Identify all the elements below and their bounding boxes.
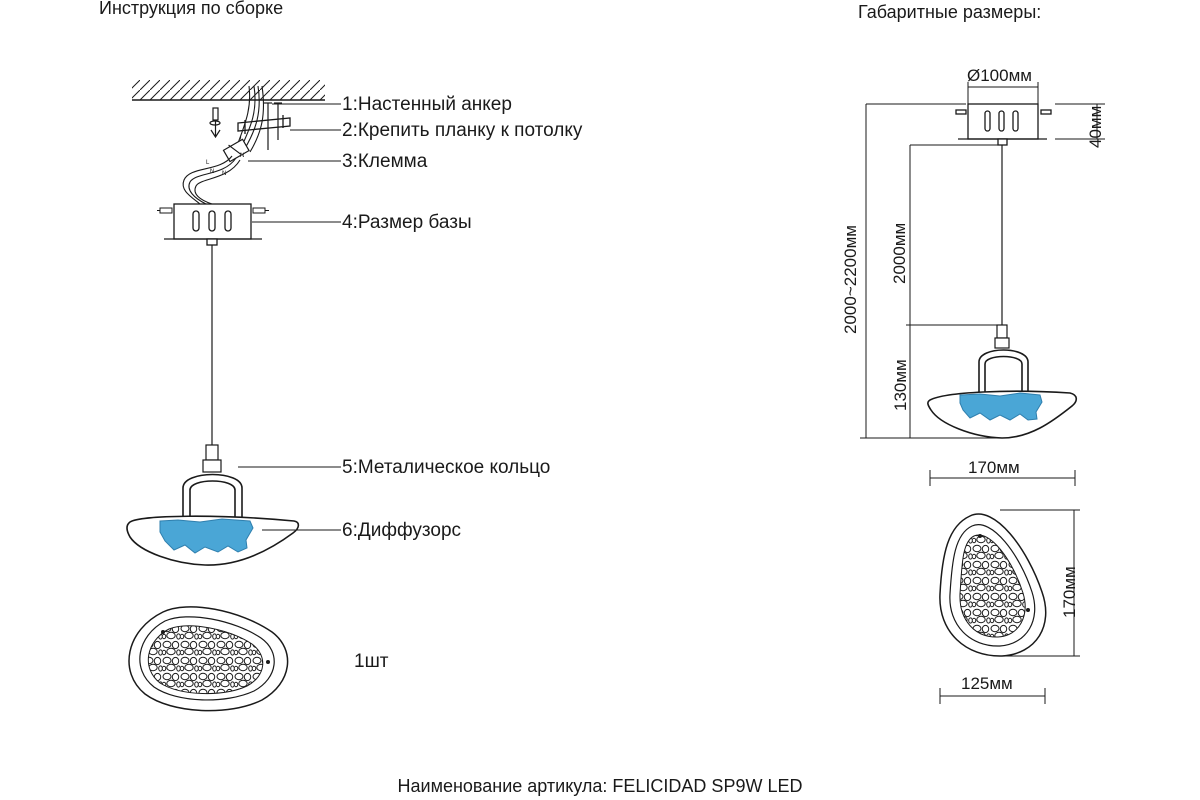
dim-ring-hanger — [978, 349, 1029, 392]
wire-mark-n3: N — [222, 171, 226, 177]
dim-cable-holder — [994, 324, 1010, 349]
diffuser-side — [126, 515, 300, 566]
callout-diffuser: 6:Диффузорс — [342, 520, 462, 541]
ceiling — [132, 80, 325, 101]
dimension-lines — [860, 82, 1105, 704]
callout-wall-anchor: 1:Настенный анкер — [342, 94, 512, 115]
callout-metal-ring: 5:Металическое кольцо — [342, 457, 551, 478]
mounting-bracket — [237, 115, 291, 134]
lamp-wires — [182, 155, 241, 205]
wire-mark-l: L — [206, 160, 210, 166]
dim-base-diameter: Ø100мм — [967, 66, 1032, 85]
diffuser-top-view — [128, 606, 289, 712]
dimensions-title: Габаритные размеры: — [858, 2, 1042, 22]
dim-total-height: 2000~2200мм — [841, 225, 860, 334]
dim-cable-length: 2000мм — [890, 222, 909, 284]
assembly-title: Инструкция по сборке — [99, 0, 284, 18]
cable-holder — [202, 444, 222, 473]
wire-mark-l2: L — [240, 136, 244, 142]
terminal-block — [222, 138, 250, 163]
article-name-footer: Наименование артикула: FELICIDAD SP9W LE… — [397, 776, 803, 796]
base-side-screws — [157, 207, 269, 214]
callout-leader-lines — [238, 103, 341, 531]
dim-diffuser-top — [939, 513, 1047, 657]
wire-mark-n2: N — [240, 153, 244, 159]
dim-canopy — [955, 103, 1052, 146]
callout-base-size: 4:Размер базы — [342, 212, 472, 233]
dim-base-height: 40мм — [1086, 105, 1105, 148]
wire-mark-labels: L N L N N — [206, 136, 244, 177]
wire-mark-n: N — [210, 169, 214, 175]
dim-lamp-height: 130мм — [891, 359, 910, 411]
callout-mount-bracket: 2:Крепить планку к потолку — [342, 120, 583, 141]
base-canopy — [164, 203, 262, 246]
quantity-label: 1шт — [354, 651, 389, 672]
dim-lamp-width: 170мм — [968, 458, 1020, 477]
callout-terminal: 3:Клемма — [342, 151, 428, 172]
metal-ring-hanger — [182, 473, 243, 520]
dim-top-length: 170мм — [1060, 566, 1079, 618]
anchor-screws — [209, 102, 282, 150]
dim-top-width: 125мм — [961, 674, 1013, 693]
dim-diffuser-side — [927, 390, 1078, 439]
